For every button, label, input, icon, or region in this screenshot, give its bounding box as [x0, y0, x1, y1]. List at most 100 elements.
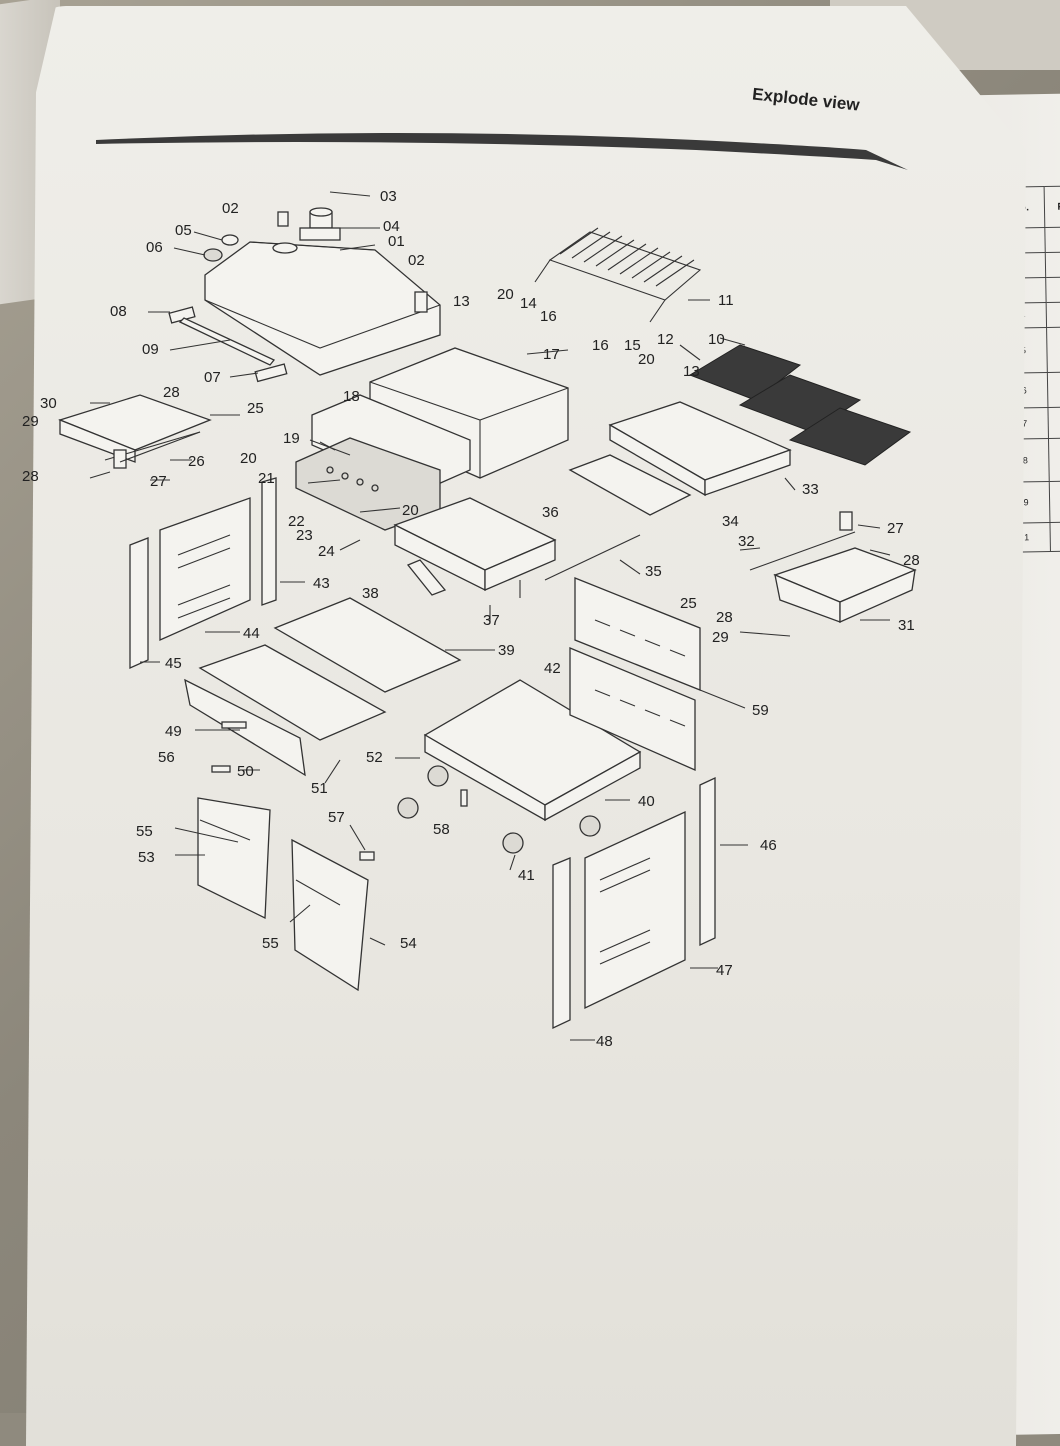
callout-28: 28 — [716, 609, 733, 626]
callout-31: 31 — [898, 617, 915, 634]
callout-28: 28 — [22, 468, 39, 485]
callout-38: 38 — [362, 585, 379, 602]
callout-02: 02 — [222, 200, 239, 217]
callout-55: 55 — [262, 935, 279, 952]
part-warming-rack — [534, 227, 702, 323]
part-bracket-27b — [839, 511, 853, 531]
callout-50: 50 — [237, 763, 254, 780]
callout-03: 03 — [380, 188, 397, 205]
callout-34: 34 — [722, 513, 739, 530]
header-rule — [96, 133, 908, 170]
callout-54: 54 — [400, 935, 417, 952]
part-right-side-shelf — [773, 547, 917, 624]
part-cart-base — [423, 679, 642, 822]
part-bottom-frame — [273, 597, 462, 693]
callout-29: 29 — [712, 629, 729, 646]
callout-42: 42 — [544, 660, 561, 677]
part-left-side-panel — [159, 497, 251, 642]
callout-05: 05 — [175, 222, 192, 239]
callout-33: 33 — [802, 481, 819, 498]
callout-46: 46 — [760, 837, 777, 854]
callout-11: 11 — [718, 292, 734, 309]
part-tray-frame — [568, 454, 692, 516]
exploded-diagram: 01 02 02 03 04 05 06 07 08 09 10 11 12 1… — [22, 188, 920, 1050]
part-hood — [204, 241, 441, 376]
part-left-side-shelf — [58, 394, 212, 463]
callout-40: 40 — [638, 793, 655, 810]
callout-22: 22 — [288, 513, 305, 530]
part-door-handles — [199, 819, 341, 906]
callout-08: 08 — [110, 303, 127, 320]
callout-57: 57 — [328, 809, 345, 826]
part-handle-09 — [178, 317, 276, 366]
callout-37: 37 — [483, 612, 500, 629]
callout-28: 28 — [903, 552, 920, 569]
callout-21: 21 — [258, 470, 275, 487]
callout-27: 27 — [887, 520, 904, 537]
callout-13: 13 — [683, 363, 700, 380]
part-door-left — [197, 797, 271, 920]
callout-20: 20 — [497, 286, 514, 303]
part-clip-57 — [359, 851, 375, 861]
callout-20: 20 — [402, 502, 419, 519]
callout-20: 20 — [240, 450, 257, 467]
callout-02: 02 — [408, 252, 425, 269]
part-door-right — [291, 838, 369, 992]
callout-17: 17 — [543, 346, 560, 363]
callout-49: 49 — [165, 723, 182, 740]
part-grease-tray — [393, 497, 557, 592]
callout-18: 18 — [343, 388, 360, 405]
part-post-43 — [261, 477, 277, 606]
callout-47: 47 — [716, 962, 733, 979]
part-handle-bracket-07 — [254, 363, 288, 383]
callout-16: 16 — [540, 308, 557, 325]
callout-12: 12 — [657, 331, 674, 348]
callout-24: 24 — [318, 543, 335, 560]
callout-35: 35 — [645, 563, 662, 580]
callout-15: 15 — [624, 337, 641, 354]
part-rail-26 — [119, 431, 201, 463]
part-bracket-27 — [113, 449, 127, 469]
callout-52: 52 — [366, 749, 383, 766]
part-bracket-02 — [277, 211, 289, 227]
callout-30: 30 — [40, 395, 57, 412]
callout-13: 13 — [453, 293, 470, 310]
part-post-48 — [552, 857, 571, 1030]
callout-labels: 01 02 02 03 04 05 06 07 08 09 10 11 12 1… — [22, 188, 920, 1050]
callout-09: 09 — [142, 341, 159, 358]
part-drip-tray — [608, 401, 792, 497]
part-rail-32 — [749, 531, 856, 571]
callout-14: 14 — [520, 295, 537, 312]
callout-06: 06 — [146, 239, 163, 256]
part-control-panel — [295, 394, 471, 531]
part-rear-panels — [569, 577, 701, 771]
part-pin-58 — [460, 789, 468, 807]
callout-16: 16 — [592, 337, 609, 354]
callout-43: 43 — [313, 575, 330, 592]
part-right-side-panel — [584, 810, 686, 1010]
callout-41: 41 — [518, 867, 535, 884]
callout-23: 23 — [296, 527, 313, 544]
part-cooking-grates — [688, 344, 912, 466]
part-post-46 — [699, 776, 716, 947]
callout-44: 44 — [243, 625, 260, 642]
callout-07: 07 — [204, 369, 221, 386]
part-thermometer-stack — [299, 207, 341, 241]
callout-36: 36 — [542, 504, 559, 521]
callout-27: 27 — [150, 473, 167, 490]
part-knob-05 — [221, 234, 239, 246]
callout-48: 48 — [596, 1033, 613, 1050]
part-post-45 — [129, 537, 149, 670]
part-hinge-49 — [221, 721, 247, 729]
part-clip-56 — [211, 765, 231, 773]
leader-lines — [89, 191, 891, 1041]
callout-01: 01 — [388, 233, 405, 250]
callout-39: 39 — [498, 642, 515, 659]
callout-25: 25 — [680, 595, 697, 612]
callout-25: 25 — [247, 400, 264, 417]
callout-26: 26 — [188, 453, 205, 470]
part-handle-38 — [406, 559, 447, 596]
callout-28: 28 — [163, 384, 180, 401]
part-bracket-02b — [414, 291, 428, 313]
callout-58: 58 — [433, 821, 450, 838]
